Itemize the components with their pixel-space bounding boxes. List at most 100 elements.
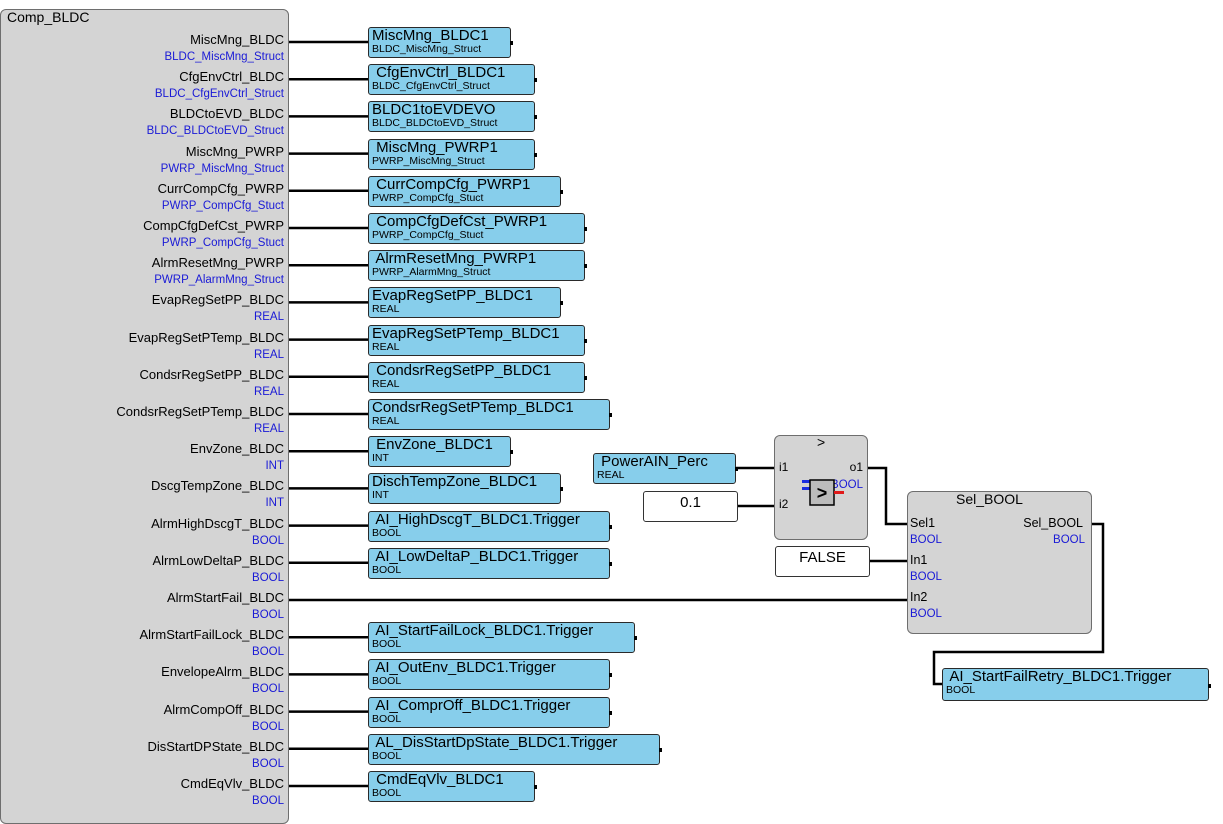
variable-name: CfgEnvCtrl_BLDC1 xyxy=(372,64,506,82)
variable-name: AI_StartFailRetry_BLDC1.Trigger xyxy=(946,668,1172,685)
variable-name: DischTempZone_BLDC1 xyxy=(372,473,538,491)
comp-output-type: BOOL xyxy=(252,795,284,807)
variable-name: EvapRegSetPTemp_BLDC1 xyxy=(372,324,560,342)
comp-output-label: AlrmHighDscgT_BLDC xyxy=(151,515,284,531)
greater-than-block[interactable]: > i1 i2 o1 BOOL > xyxy=(774,434,868,540)
comp-output-label: CompCfgDefCst_PWRP xyxy=(143,218,284,233)
comp-output-type: BOOL xyxy=(252,646,284,659)
sel-input-sel1-type: BOOL xyxy=(910,534,942,546)
comp-output-type: PWRP_MiscMng_Struct xyxy=(160,162,284,175)
variable-name: AI_HighDscgT_BLDC1.Trigger xyxy=(372,510,580,528)
comp-output-label: MiscMng_BLDC xyxy=(190,32,284,47)
wire-o1-to-sel1 xyxy=(866,466,909,526)
comp-output-label: EnvZone_BLDC xyxy=(190,441,284,457)
gt-output-o1: o1 xyxy=(849,460,863,474)
comp-output-label: CfgEnvCtrl_BLDC xyxy=(179,69,284,85)
variable-type: PWRP_CompCfg_Stuct xyxy=(372,191,484,204)
variable-name: CompCfgDefCst_PWRP1 xyxy=(372,213,548,230)
greater-than-title: > xyxy=(817,434,826,450)
comp-output-type: PWRP_AlarmMng_Struct xyxy=(154,274,284,287)
variable-name: AlrmResetMng_PWRP1 xyxy=(372,250,537,268)
power-ain-variable[interactable]: PowerAIN_Perc REAL xyxy=(593,453,738,484)
variable-type: REAL xyxy=(372,303,400,316)
start-fail-retry-variable[interactable]: AI_StartFailRetry_BLDC1.Trigger BOOL xyxy=(942,668,1211,701)
sel-output-type: BOOL xyxy=(1053,534,1085,546)
comp-output-label: AlrmStartFail_BLDC xyxy=(166,590,284,605)
comp-output-label: EvapRegSetPTemp_BLDC xyxy=(128,329,284,345)
comp-output-type: INT xyxy=(265,497,284,510)
comp-output-label: CondsrRegSetPTemp_BLDC xyxy=(116,404,284,419)
sel-input-in2: In2 xyxy=(910,590,928,604)
variable-name: MiscMng_BLDC1 xyxy=(372,27,489,44)
comp-output-type: BLDC_BLDCtoEVD_Struct xyxy=(146,125,284,138)
variable-type: REAL xyxy=(372,377,400,390)
comp-output-type: PWRP_CompCfg_Stuct xyxy=(161,199,284,212)
variable-name: BLDC1toEVDEVO xyxy=(372,101,496,119)
comp-output-label: CmdEqVlv_BLDC xyxy=(180,776,284,791)
variable-type: INT xyxy=(372,489,389,502)
variable-type: BOOL xyxy=(372,749,402,762)
comp-output-label: AlrmCompOff_BLDC xyxy=(163,701,284,717)
variable-type: BOOL xyxy=(946,684,976,696)
comp-output-type: PWRP_CompCfg_Stuct xyxy=(161,237,284,249)
variable-name: CurrCompCfg_PWRP1 xyxy=(372,175,531,193)
comp-output-label: AlrmStartFailLock_BLDC xyxy=(139,627,285,643)
gt-input-i1: i1 xyxy=(779,460,789,474)
comp-output-label: BLDCtoEVD_BLDC xyxy=(169,106,284,122)
variable-type: PWRP_MiscMng_Struct xyxy=(372,154,485,167)
variable-name: EvapRegSetPP_BLDC1 xyxy=(372,287,533,305)
variable-name: AI_ComprOff_BLDC1.Trigger xyxy=(372,696,571,714)
variable-type: BLDC_CfgEnvCtrl_Struct xyxy=(372,80,490,93)
comp-output-label: EnvelopeAlrm_BLDC xyxy=(161,664,284,680)
comp-output-type: BOOL xyxy=(252,609,284,621)
comp-output-type: BOOL xyxy=(252,720,284,733)
comp-output-type: REAL xyxy=(253,348,284,361)
variable-type: INT xyxy=(372,452,389,465)
variable-type: BOOL xyxy=(372,712,402,725)
variable-name: AI_StartFailLock_BLDC1.Trigger xyxy=(372,622,594,640)
variable-name: AI_OutEnv_BLDC1.Trigger xyxy=(372,659,556,677)
gt-input-i2: i2 xyxy=(779,497,789,511)
variable-type: PWRP_CompCfg_Stuct xyxy=(372,229,484,241)
constant-0-1[interactable]: 0.1 xyxy=(643,491,738,522)
variable-name: CondsrRegSetPP_BLDC1 xyxy=(372,361,552,379)
sel-input-in2-type: BOOL xyxy=(910,608,942,620)
comp-output-type: REAL xyxy=(253,385,284,398)
variable-type: BOOL xyxy=(372,526,402,539)
constant-false[interactable]: FALSE xyxy=(775,546,870,577)
comp-bldc-title: Comp_BLDC xyxy=(7,9,90,25)
variable-name: EnvZone_BLDC1 xyxy=(372,436,493,454)
sel-input-in1: In1 xyxy=(910,553,928,567)
gt-output-type: BOOL xyxy=(831,479,863,491)
sel-bool-title: Sel_BOOL xyxy=(956,491,1023,507)
variable-name: CmdEqVlv_BLDC1 xyxy=(372,771,504,788)
svg-text:>: > xyxy=(817,483,828,503)
comp-bldc-block[interactable]: Comp_BLDC xyxy=(0,9,289,824)
comp-output-label: CondsrRegSetPP_BLDC xyxy=(139,366,284,382)
variable-name: AL_DisStartDpState_BLDC1.Trigger xyxy=(372,733,618,751)
comp-output-type: REAL xyxy=(253,423,284,435)
sel-bool-block[interactable]: Sel_BOOL Sel1 BOOL In1 BOOL In2 BOOL Sel… xyxy=(907,491,1092,634)
comp-output-type: BLDC_CfgEnvCtrl_Struct xyxy=(154,88,284,101)
